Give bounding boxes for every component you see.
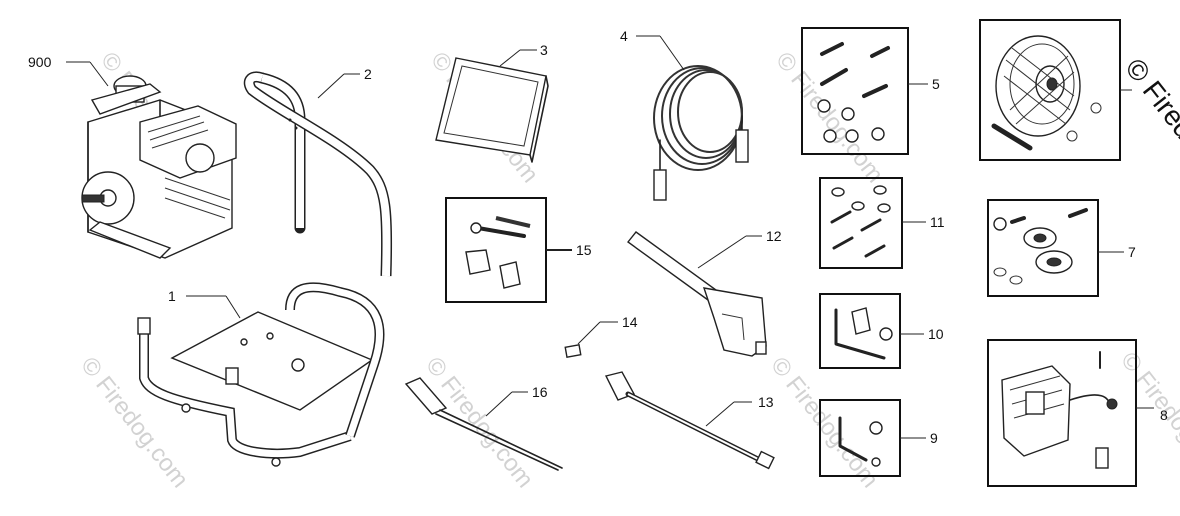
part-13-lance[interactable]	[604, 371, 775, 470]
part-3-panel[interactable]	[435, 57, 549, 163]
callout-15: 15	[576, 242, 592, 258]
callout-9: 9	[930, 430, 938, 446]
callout-13: 13	[758, 394, 774, 410]
callout-5: 5	[932, 76, 940, 92]
callout-16: 16	[532, 384, 548, 400]
callout-12: 12	[766, 228, 782, 244]
callout-4: 4	[620, 28, 628, 44]
callout-2: 2	[364, 66, 372, 82]
part-1-frame[interactable]	[137, 282, 385, 467]
part-4-hose[interactable]	[653, 65, 749, 201]
watermark: © Firedog.com	[75, 352, 193, 493]
part-7-box	[987, 199, 1099, 297]
part-7-hardware[interactable]	[993, 208, 1088, 285]
callout-1: 1	[168, 288, 176, 304]
part-16-nozzle[interactable]	[404, 377, 563, 471]
callout-14: 14	[622, 314, 638, 330]
callout-11: 11	[930, 214, 945, 230]
watermark: © Firedog.com	[1115, 347, 1180, 488]
watermark: © Firedog.com	[765, 352, 883, 493]
callout-7: 7	[1128, 244, 1136, 260]
part-wheel[interactable]	[991, 35, 1102, 151]
watermark: © Firedog.com	[420, 352, 538, 493]
part-8-box	[987, 339, 1137, 487]
corner-watermark: © Firedo	[1119, 53, 1180, 157]
part-11-hardware[interactable]	[830, 185, 891, 258]
part-15-box	[445, 197, 547, 303]
part-5-hardware[interactable]	[817, 42, 890, 143]
part-14-fitting[interactable]	[564, 344, 582, 358]
part-900-engine[interactable]	[81, 75, 237, 259]
part-2-handle[interactable]	[243, 71, 393, 277]
part-10-hardware[interactable]	[834, 307, 893, 360]
callout-3: 3	[540, 42, 548, 58]
part-8-pump[interactable]	[1001, 351, 1118, 469]
callout-10: 10	[928, 326, 944, 342]
part-11-box	[819, 177, 903, 269]
part-10-box	[819, 293, 901, 369]
part-5-box	[801, 27, 909, 155]
callout-8: 8	[1160, 407, 1168, 423]
part-12-spray-gun[interactable]	[626, 231, 767, 357]
callout-900: 900	[28, 54, 52, 70]
watermark: © Firedog.com	[770, 47, 888, 188]
part-15-hardware[interactable]	[465, 216, 531, 289]
part-9-hardware[interactable]	[838, 416, 883, 467]
